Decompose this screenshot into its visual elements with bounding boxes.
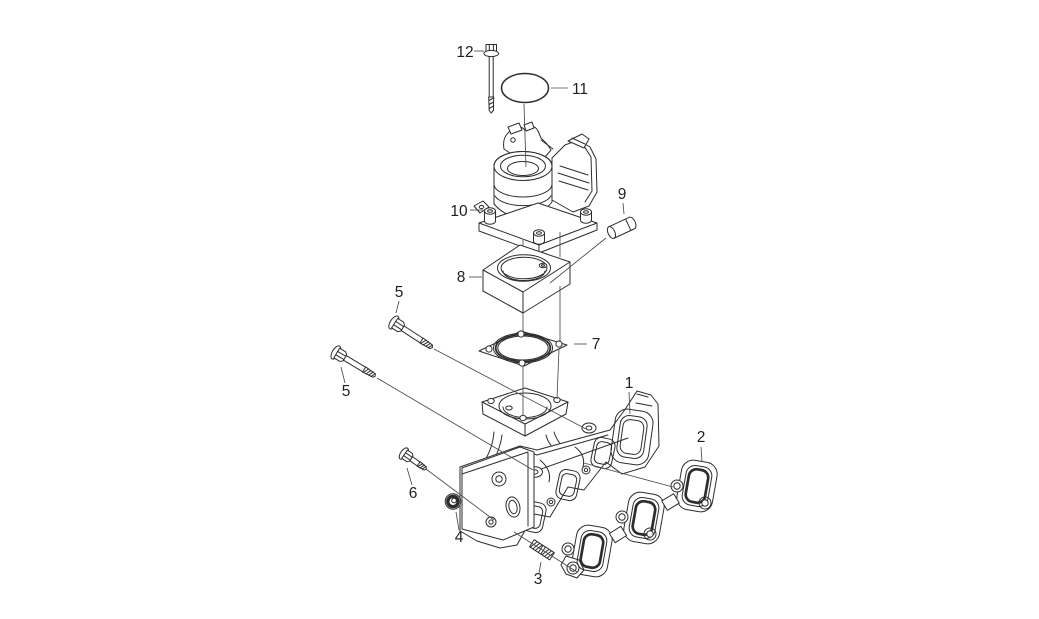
part-9-dowel-pin <box>606 216 638 240</box>
callout-leader-lines <box>341 51 702 573</box>
callout-labels: 1 2 3 4 5 5 6 7 8 9 10 11 12 <box>342 44 706 588</box>
part-5-bolt-upper <box>386 313 437 355</box>
part-2-manifold-gasket <box>561 458 719 578</box>
manifold-top-flange <box>482 388 568 436</box>
assembly-center-lines <box>377 104 673 572</box>
part-11-o-ring-seal <box>502 74 549 103</box>
callout-10: 10 <box>450 203 468 220</box>
part-6-bolt <box>396 445 431 476</box>
callout-8: 8 <box>457 269 466 286</box>
callout-12: 12 <box>456 44 473 61</box>
callout-7: 7 <box>592 336 601 353</box>
callout-5b: 5 <box>342 383 351 400</box>
part-4-sealing-washer <box>445 494 461 510</box>
callout-2: 2 <box>697 429 706 446</box>
callout-11: 11 <box>572 81 588 98</box>
callout-1: 1 <box>625 375 634 392</box>
callout-4: 4 <box>455 529 464 546</box>
callout-5a: 5 <box>395 284 404 301</box>
part-12-bolt <box>484 45 499 114</box>
callout-3: 3 <box>534 571 543 588</box>
part-1-intake-manifold <box>460 388 659 548</box>
part-5-bolt-lower <box>328 343 380 384</box>
part-8-spacer-block <box>483 245 570 313</box>
callout-6: 6 <box>409 485 418 502</box>
part-7-throttle-gasket <box>479 331 567 366</box>
callout-9: 9 <box>618 186 627 203</box>
part-10-throttle-body <box>474 122 597 262</box>
